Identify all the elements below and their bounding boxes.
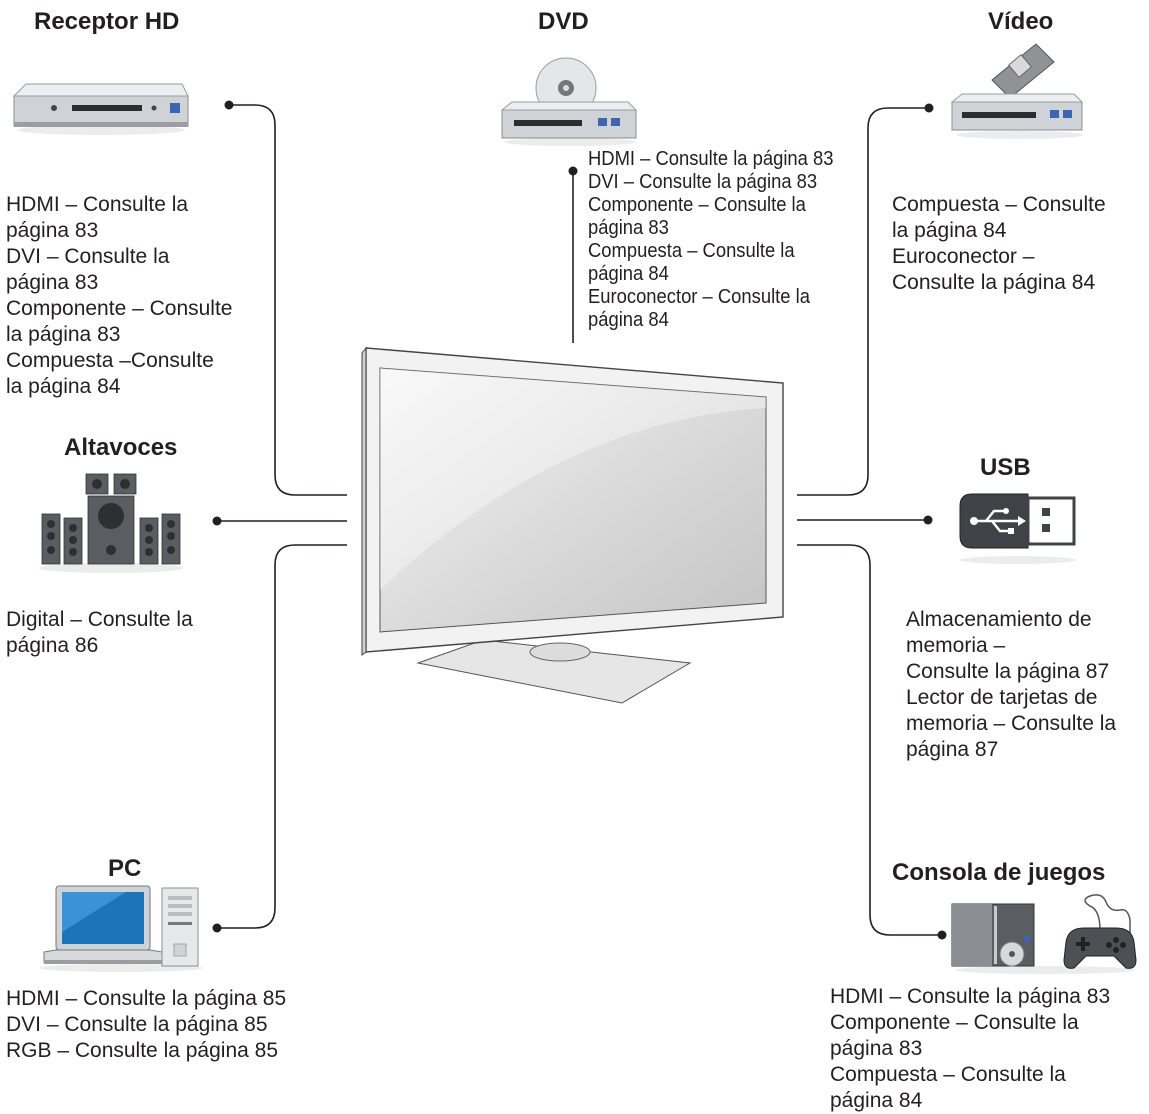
connection-line: DVI – Consulte la (6, 245, 170, 268)
connection-line: página 84 (588, 263, 669, 285)
pc-title: PC (108, 855, 142, 882)
connection-line: Componente – Consulte la (830, 1011, 1079, 1034)
connection-line: página 86 (6, 634, 99, 657)
speakers-title: Altavoces (64, 434, 178, 461)
connection-line: Componente – Consulte (6, 297, 233, 320)
connection-line: Digital – Consulte la (6, 608, 193, 631)
dvd-title: DVD (538, 8, 589, 35)
connection-line: Consulte la página 84 (892, 271, 1096, 294)
console-and-gamepad-icon (951, 894, 1137, 974)
connection-line: página 83 (6, 219, 99, 242)
video-connections: Compuesta – Consulte la página 84 Euroco… (892, 192, 1106, 296)
connection-line: HDMI – Consulte la página 83 (830, 985, 1111, 1008)
connection-line: Compuesta –Consulte (6, 349, 214, 372)
connection-line: Consulte la página 87 (906, 660, 1110, 683)
game-console-connections: HDMI – Consulte la página 83 Componente … (830, 984, 1110, 1114)
connection-line: memoria – (906, 634, 1006, 657)
connection-line: Lector de tarjetas de (906, 686, 1098, 709)
laptop-and-tower-icon (39, 885, 203, 972)
connection-line: página 87 (906, 738, 999, 761)
connection-line: HDMI – Consulte la (6, 193, 189, 216)
connection-line: memoria – Consulte la (906, 712, 1117, 735)
connection-line: Almacenamiento de (906, 608, 1092, 631)
connection-line: página 84 (830, 1089, 923, 1112)
connection-line: Componente – Consulte la (588, 194, 806, 216)
connection-line: Euroconector – Consulte la (588, 286, 810, 308)
connection-line: DVI – Consulte la página 83 (588, 171, 818, 193)
set-top-box-icon (12, 83, 189, 135)
connection-line: página 83 (6, 271, 99, 294)
connection-line: página 83 (588, 217, 669, 239)
usb-connections: Almacenamiento de memoria – Consulte la … (906, 607, 1116, 763)
connection-line: HDMI – Consulte la página 83 (588, 148, 834, 170)
connection-line: página 83 (830, 1037, 923, 1060)
connection-line: la página 84 (892, 219, 1007, 242)
hd-receiver-title: Receptor HD (34, 8, 180, 35)
video-title: Vídeo (988, 8, 1054, 35)
usb-title: USB (980, 454, 1031, 481)
connection-line: HDMI – Consulte la página 85 (6, 987, 287, 1010)
speaker-system-icon (39, 473, 183, 573)
speakers-connections: Digital – Consulte la página 86 (6, 607, 193, 659)
connection-line: la página 83 (6, 323, 121, 346)
connection-line: la página 84 (6, 375, 121, 398)
dvd-connections: HDMI – Consulte la página 83 DVI – Consu… (588, 148, 833, 332)
connection-line: DVI – Consulte la página 85 (6, 1013, 268, 1036)
connection-line: Compuesta – Consulte (892, 193, 1106, 216)
pc-connections: HDMI – Consulte la página 85 DVI – Consu… (6, 986, 286, 1064)
connection-line: Compuesta – Consulte la (830, 1063, 1066, 1086)
vcr-icon (950, 43, 1084, 139)
dvd-player-icon (500, 57, 638, 146)
connection-line: página 84 (588, 309, 669, 331)
game-console-title: Consola de juegos (892, 859, 1106, 886)
hd-receiver-connections: HDMI – Consulte la página 83 DVI – Consu… (6, 192, 232, 400)
usb-drive-icon (959, 493, 1076, 564)
connection-line: Compuesta – Consulte la (588, 240, 795, 262)
connection-line: RGB – Consulte la página 85 (6, 1039, 279, 1062)
connection-line: Euroconector – (892, 245, 1035, 268)
